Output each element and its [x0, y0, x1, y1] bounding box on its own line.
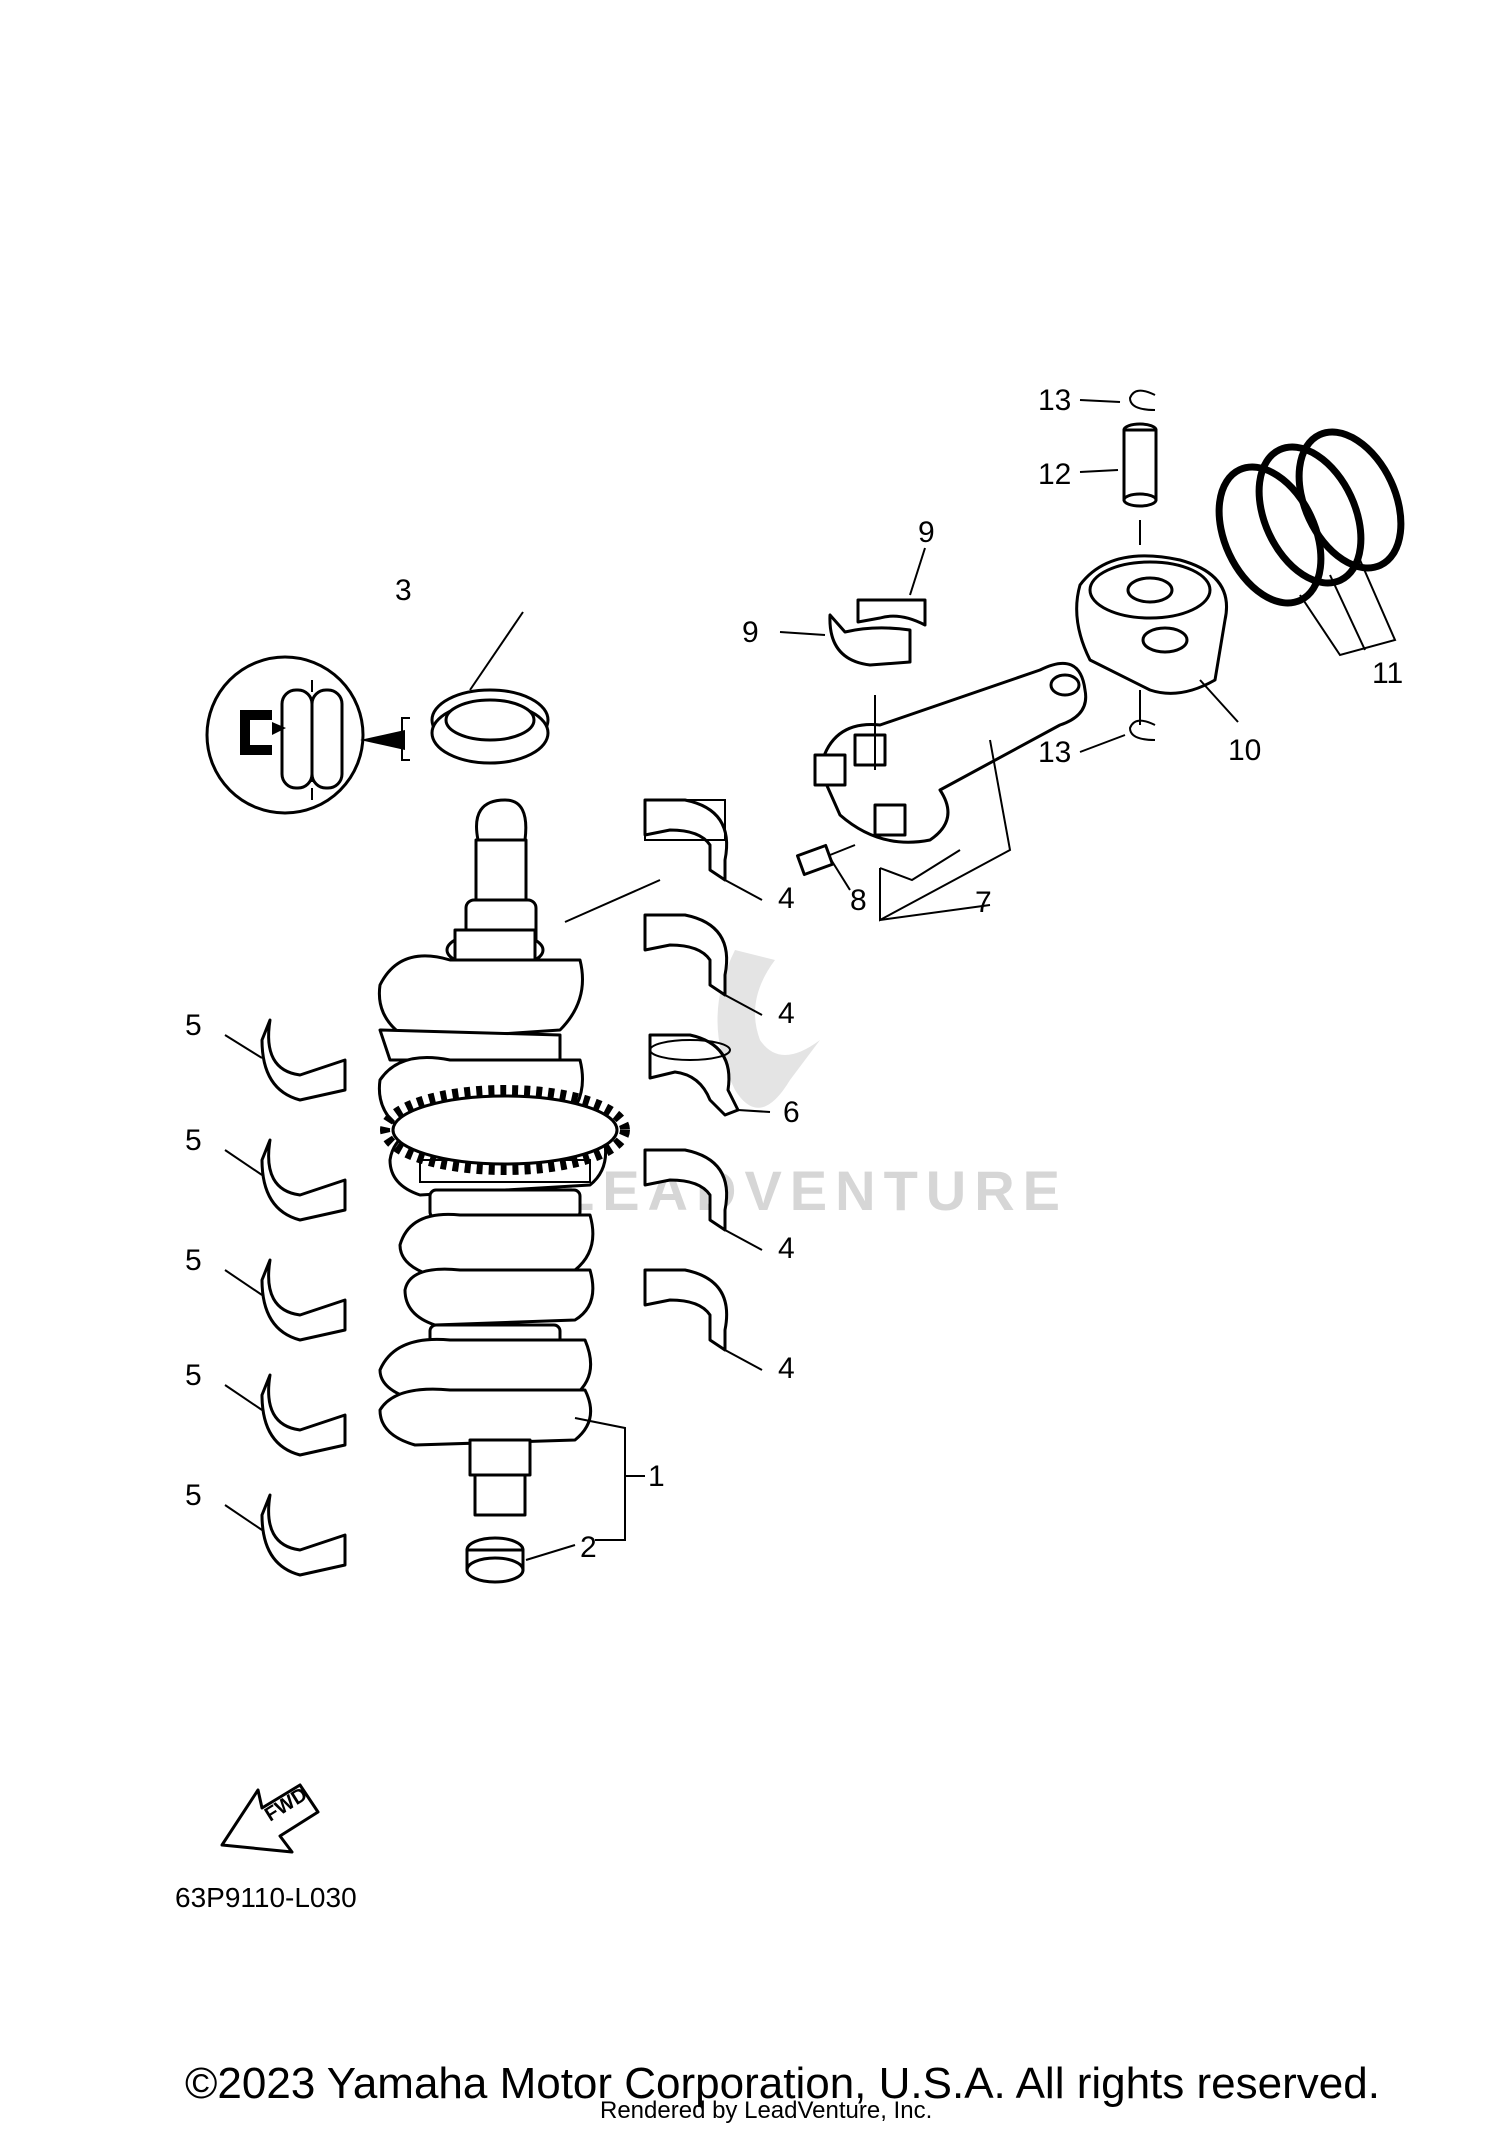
callout-13a: 13 [1038, 384, 1071, 417]
rod-bearing-9b[interactable] [828, 613, 912, 667]
callout-9b: 9 [742, 616, 759, 649]
callout-6: 6 [783, 1096, 800, 1129]
connecting-rod-bolt[interactable] [795, 843, 856, 877]
piston-pin-clip-bottom[interactable] [1128, 719, 1156, 741]
main-bearing-5a[interactable] [260, 1018, 347, 1102]
callout-8: 8 [850, 884, 867, 917]
callout-7: 7 [975, 886, 992, 919]
callout-4b: 4 [778, 997, 795, 1030]
callout-5a: 5 [185, 1009, 202, 1042]
crankshaft-gear[interactable] [380, 1085, 630, 1175]
main-bearing-4b[interactable] [643, 913, 729, 997]
callout-1: 1 [648, 1460, 665, 1493]
leader-lines [224, 399, 1397, 1561]
main-bearing-5c[interactable] [260, 1258, 347, 1342]
callout-5d: 5 [185, 1359, 202, 1392]
oil-seal-detail[interactable] [205, 655, 410, 815]
connecting-rod[interactable] [813, 661, 1088, 844]
callout-13b: 13 [1038, 736, 1071, 769]
main-bearing-5d[interactable] [260, 1373, 347, 1457]
watermark-text: LEADVENTURE [560, 1159, 1068, 1222]
copyright-text: ©2023 Yamaha Motor Corporation, U.S.A. A… [185, 2059, 1380, 2108]
callout-4d: 4 [778, 1352, 795, 1385]
callout-4c: 4 [778, 1232, 795, 1265]
piston-pin[interactable] [1122, 422, 1158, 508]
callout-5b: 5 [185, 1124, 202, 1157]
crankshaft-bushing[interactable] [465, 1536, 525, 1584]
callout-2: 2 [580, 1531, 597, 1564]
piston-pin-clip-top[interactable] [1128, 389, 1156, 411]
callout-10: 10 [1228, 734, 1261, 767]
crankshaft[interactable] [377, 798, 608, 1517]
main-bearing-5b[interactable] [260, 1138, 347, 1222]
callout-4a: 4 [778, 882, 795, 915]
callout-9a: 9 [918, 516, 935, 549]
main-bearing-5e[interactable] [260, 1493, 347, 1577]
diagram-code: 63P9110-L030 [175, 1882, 357, 1913]
fwd-arrow: FWD [220, 1783, 320, 1854]
main-bearing-4d[interactable] [643, 1268, 729, 1352]
watermark: LEADVENTURE [560, 950, 1068, 1222]
rendered-by-text: Rendered by LeadVenture, Inc. [600, 2097, 932, 2124]
callout-12: 12 [1038, 458, 1071, 491]
piston[interactable] [1075, 554, 1228, 695]
piston-ring-set[interactable] [1199, 416, 1421, 620]
callout-3: 3 [395, 574, 412, 607]
callout-5c: 5 [185, 1244, 202, 1277]
main-bearing-4a[interactable] [643, 798, 729, 882]
rod-bearing-9a[interactable] [856, 598, 927, 627]
callout-11: 11 [1372, 657, 1403, 690]
callout-5e: 5 [185, 1479, 202, 1512]
oil-seal[interactable] [430, 688, 550, 765]
